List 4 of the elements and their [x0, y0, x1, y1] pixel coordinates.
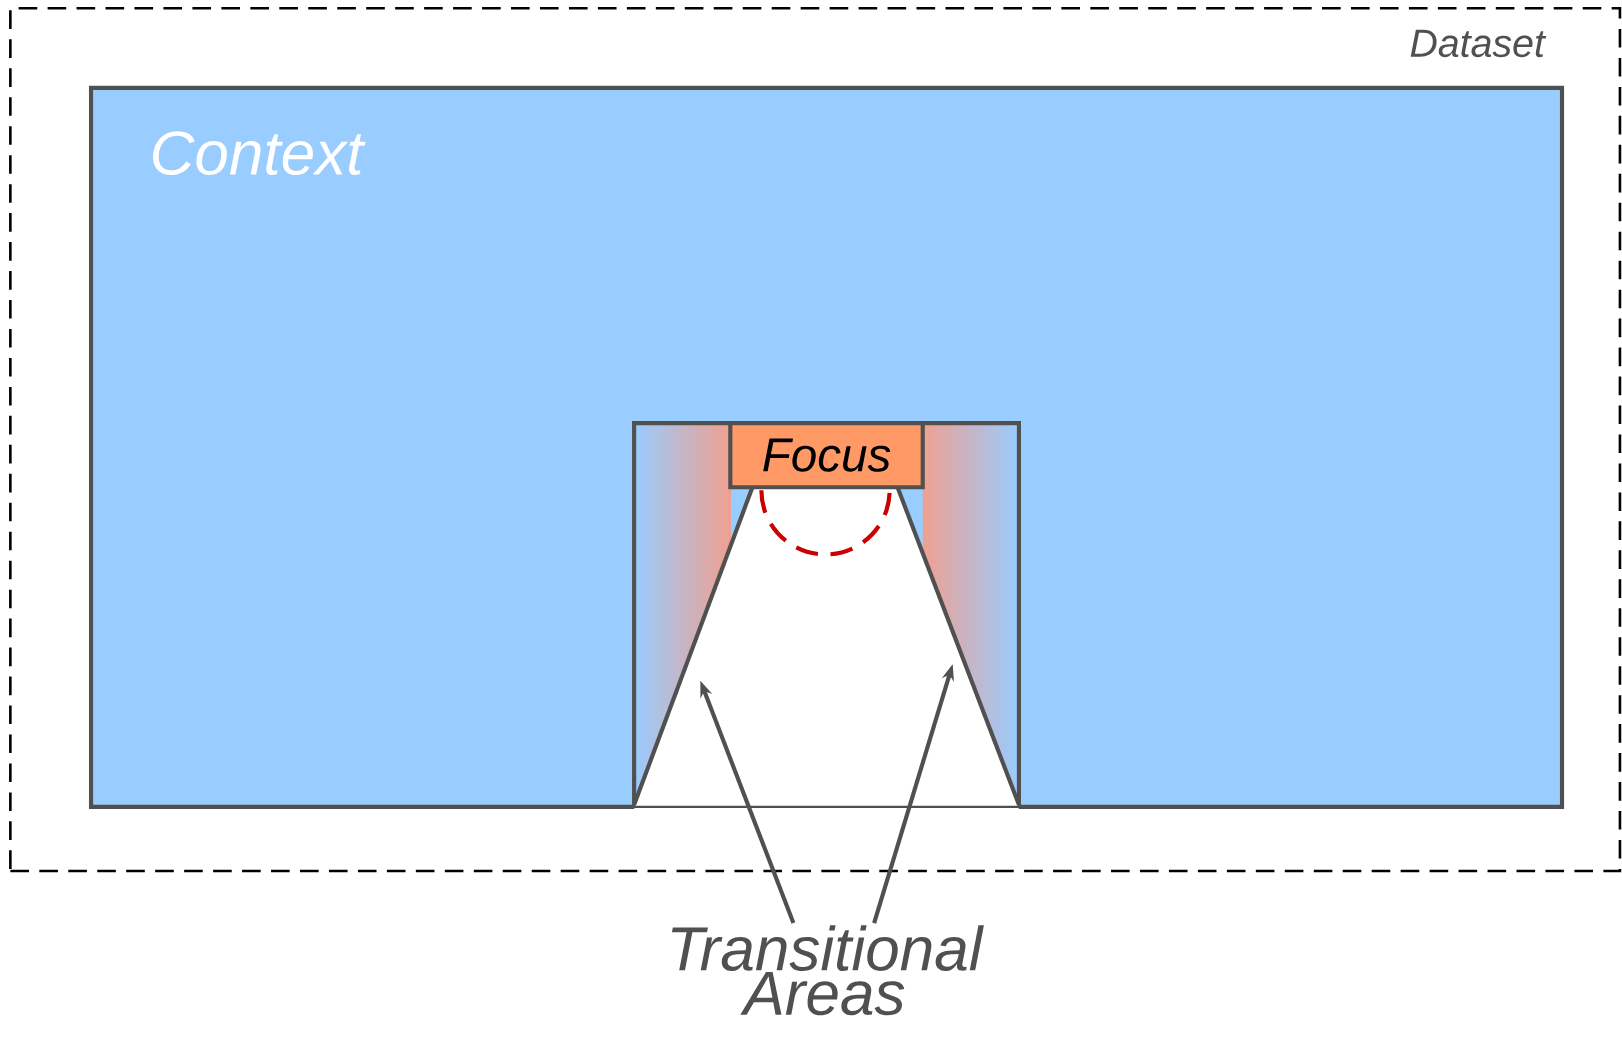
context-label: Context — [153, 131, 366, 176]
callout-text: Transitional Areas — [671, 925, 984, 1016]
dataset-label: Dataset — [1410, 29, 1547, 58]
focus-box: Focus — [728, 421, 925, 490]
